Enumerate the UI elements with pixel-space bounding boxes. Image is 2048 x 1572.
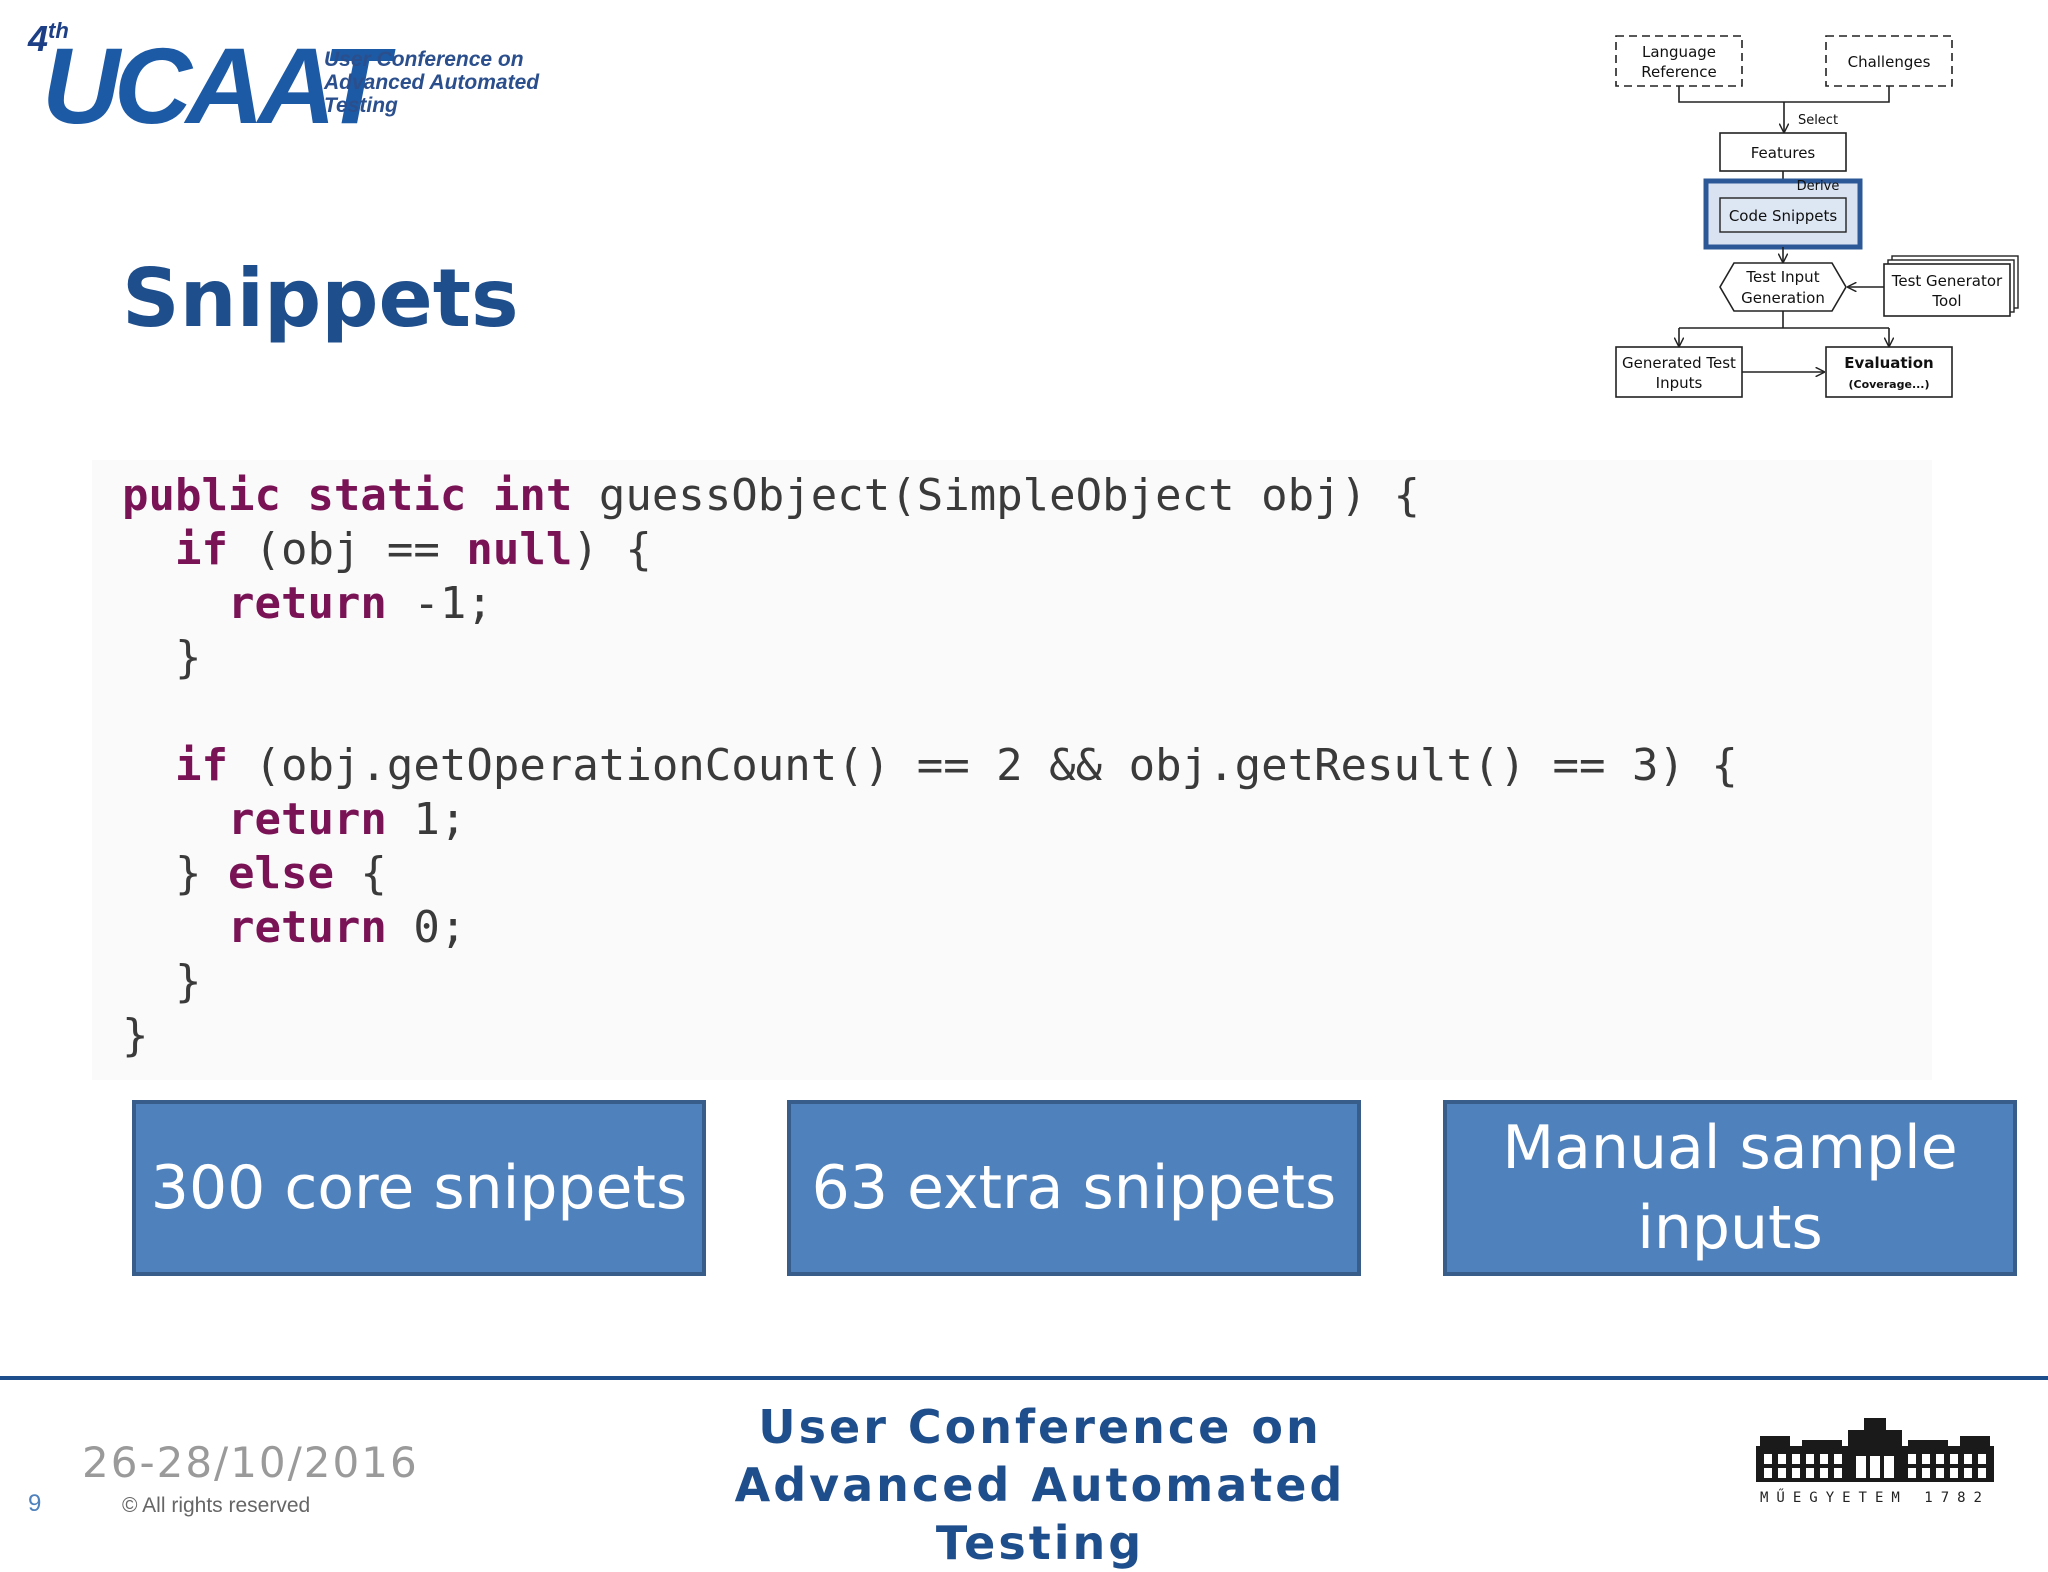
test-generator-tool-label-2: Tool [1931, 292, 1961, 310]
code-line: return 0; [122, 902, 466, 953]
code-text [122, 794, 228, 845]
code-snippet: public static int guessObject(SimpleObje… [92, 460, 1932, 1080]
slide-title: Snippets [122, 252, 519, 345]
features-label: Features [1751, 144, 1816, 162]
process-diagram: Language Reference Challenges Select Fea… [1615, 35, 2019, 398]
manual-inputs-box: Manual sample inputs [1443, 1100, 2017, 1276]
code-text: } [122, 848, 228, 899]
code-text [122, 740, 175, 791]
code-snippets-label: Code Snippets [1729, 207, 1838, 225]
footer-conference-name: User Conference on Advanced Automated Te… [734, 1400, 1346, 1570]
language-reference-label-2: Reference [1641, 63, 1717, 81]
conference-date: 26-28/10/2016 [82, 1438, 419, 1487]
logo-name: UCAAT [42, 25, 388, 146]
core-snippets-box: 300 core snippets [132, 1100, 706, 1276]
building-icon [1756, 1410, 1994, 1482]
challenges-node [1825, 35, 1953, 87]
code-line: return 1; [122, 794, 466, 845]
code-keyword: public static int [122, 470, 573, 521]
code-keyword: return [227, 578, 387, 629]
test-generator-tool-label-1: Test Generator [1891, 272, 2003, 290]
language-reference-label-1: Language [1642, 43, 1716, 61]
evaluation-node [1825, 346, 1953, 398]
code-keyword: return [227, 902, 387, 953]
logo-subtitle: User Conference on Advanced Automated Te… [324, 48, 540, 117]
code-text: 1; [386, 794, 467, 845]
page-number: 9 [28, 1490, 42, 1517]
code-text: } [122, 956, 202, 1007]
test-input-generation-node [1719, 262, 1847, 312]
evaluation-label: Evaluation [1844, 354, 1933, 372]
building-caption: MŰEGYETEM 1782 [1759, 1490, 1990, 1506]
code-text: 0; [386, 902, 467, 953]
evaluation-sub-label: (Coverage...) [1848, 378, 1929, 391]
code-line: } [122, 632, 202, 683]
code-line: return -1; [122, 578, 493, 629]
code-keyword: if [174, 740, 228, 791]
footer-divider [0, 1376, 2048, 1380]
copyright-notice: © All rights reserved [122, 1494, 311, 1517]
code-snippets-node [1719, 197, 1847, 233]
code-text: guessObject(SimpleObject obj) { [572, 470, 1421, 521]
code-text [122, 902, 228, 953]
test-input-generation-label-2: Generation [1741, 289, 1825, 307]
ucaat-logo: 4th UCAAT User Conference on Advanced Au… [24, 18, 584, 146]
test-input-generation-label-1: Test Input [1745, 268, 1819, 286]
code-text: } [122, 1010, 149, 1061]
generated-test-inputs-label-2: Inputs [1656, 374, 1703, 392]
features-node [1719, 132, 1847, 172]
code-text: ) { [572, 524, 652, 575]
test-generator-tool-node [1883, 263, 2011, 317]
code-line: } else { [122, 848, 387, 899]
code-text [122, 578, 228, 629]
code-text: -1; [386, 578, 493, 629]
extra-snippets-box: 63 extra snippets [787, 1100, 1361, 1276]
code-line: } [122, 956, 202, 1007]
code-text [122, 524, 175, 575]
generated-test-inputs-node [1615, 346, 1743, 398]
derive-label: Derive [1797, 179, 1840, 194]
code-keyword: return [227, 794, 387, 845]
code-text: (obj == [227, 524, 467, 575]
generated-test-inputs-label-1: Generated Test [1622, 354, 1736, 372]
code-line: if (obj.getOperationCount() == 2 && obj.… [122, 740, 1738, 791]
code-keyword: else [227, 848, 334, 899]
logo-ordinal: 4th [28, 18, 69, 59]
code-text: } [122, 632, 202, 683]
code-line: } [122, 1010, 149, 1061]
code-line: if (obj == null) { [122, 524, 652, 575]
code-text: (obj.getOperationCount() == 2 && obj.get… [227, 740, 1738, 791]
code-line: public static int guessObject(SimpleObje… [122, 470, 1420, 521]
university-building-logo: MŰEGYETEM 1782 [1752, 1410, 1998, 1506]
code-text: { [333, 848, 387, 899]
code-keyword: if [174, 524, 228, 575]
code-keyword: null [466, 524, 573, 575]
select-label: Select [1798, 113, 1838, 128]
challenges-label: Challenges [1848, 53, 1931, 71]
